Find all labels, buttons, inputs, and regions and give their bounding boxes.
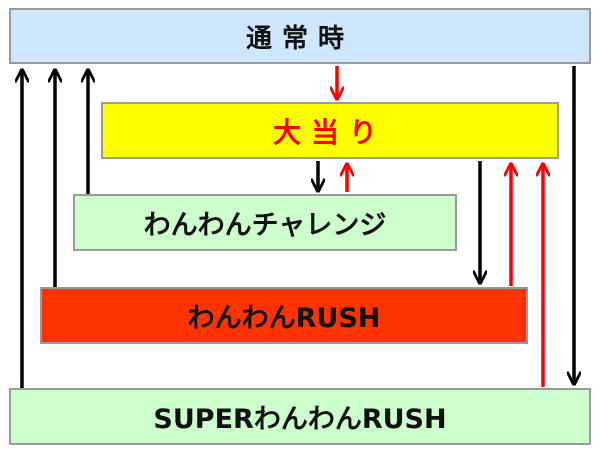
state-super-wanwan-rush: SUPERわんわんRUSH <box>9 388 591 445</box>
state-normal-label: 通常時 <box>245 23 354 54</box>
state-wanwan-rush: わんわんRUSH <box>40 287 528 344</box>
state-wanwan-rush-label: わんわんRUSH <box>187 303 381 334</box>
state-wanwan-challenge-label: わんわんチャレンジ <box>143 210 387 241</box>
state-super-wanwan-rush-label: SUPERわんわんRUSH <box>153 404 447 435</box>
state-normal: 通常時 <box>9 8 591 64</box>
state-big-hit: 大当り <box>101 102 559 159</box>
state-wanwan-challenge: わんわんチャレンジ <box>73 194 457 251</box>
state-big-hit-label: 大当り <box>272 115 387 149</box>
